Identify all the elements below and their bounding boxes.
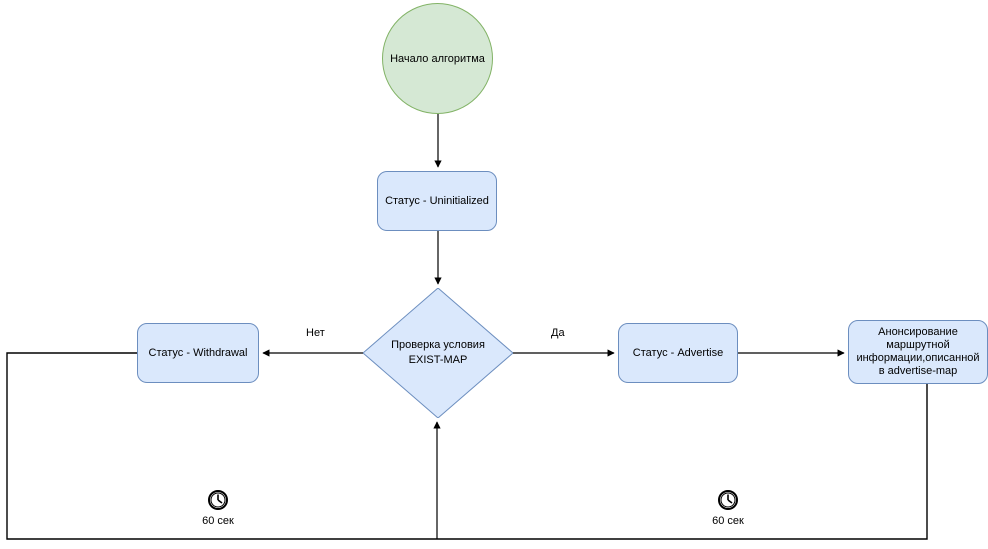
node-announce-label-line4: в advertise-map <box>878 365 958 377</box>
node-announce-label-line1: Анонсирование <box>878 326 958 338</box>
node-start-label: Начало алгоритма <box>390 52 485 65</box>
node-status-advertise[interactable]: Статус - Advertise <box>618 323 738 383</box>
node-status-withdrawal-label: Статус - Withdrawal <box>148 347 248 359</box>
node-announce-route-info[interactable]: Анонсирование маршрутной информации,опис… <box>848 320 988 384</box>
node-announce-label-line2: маршрутной <box>886 339 950 351</box>
clock-icon <box>207 489 229 511</box>
node-status-uninitialized-label: Статус - Uninitialized <box>385 195 489 207</box>
node-status-uninitialized[interactable]: Статус - Uninitialized <box>377 171 497 231</box>
node-condition-exist-map[interactable]: Проверка условия EXIST-MAP <box>363 288 513 418</box>
edge-label-yes: Да <box>551 327 565 339</box>
node-announce-label: Анонсирование маршрутной информации,опис… <box>856 326 979 378</box>
clock-icon <box>717 489 739 511</box>
node-condition-label: Проверка условия EXIST-MAP <box>391 338 485 368</box>
node-condition-label-line2: EXIST-MAP <box>408 354 468 366</box>
node-condition-label-line1: Проверка условия <box>391 339 485 351</box>
timer-withdrawal: 60 сек <box>188 489 248 528</box>
timer-advertise-label: 60 сек <box>712 515 744 527</box>
node-status-advertise-label: Статус - Advertise <box>632 347 724 359</box>
node-start[interactable]: Начало алгоритма <box>382 3 493 114</box>
node-status-withdrawal[interactable]: Статус - Withdrawal <box>137 323 259 383</box>
node-announce-label-line3: информации,описанной <box>856 352 980 364</box>
timer-withdrawal-label: 60 сек <box>202 515 234 527</box>
edge-label-no: Нет <box>306 327 325 339</box>
timer-advertise: 60 сек <box>698 489 758 528</box>
